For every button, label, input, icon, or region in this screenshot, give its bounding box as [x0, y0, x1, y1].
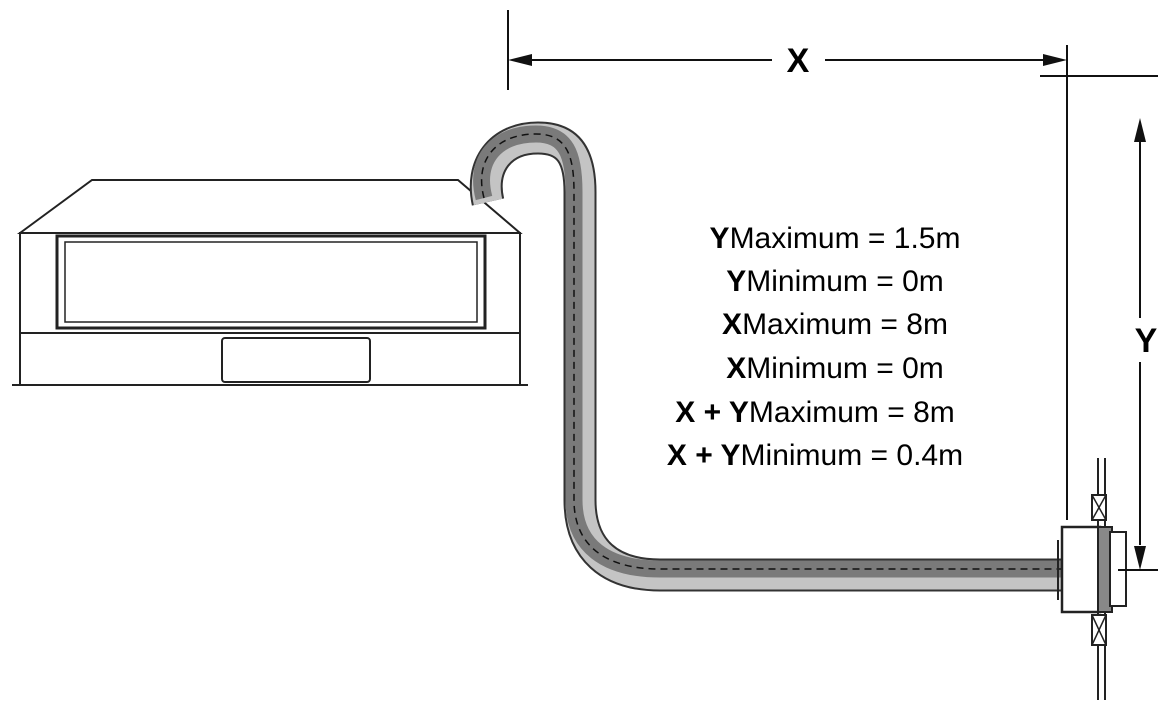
indoor-unit-grille-outer	[55, 234, 487, 330]
spec-line: X + YMaximum = 8m	[675, 396, 955, 429]
refrigerant-pipe	[469, 121, 1065, 592]
wall-bracket-top-cross-2	[1091, 494, 1107, 521]
indoor-unit-body	[19, 232, 521, 334]
dimension-x-arrow-right	[1043, 54, 1067, 66]
dimension-y-label: Y	[1135, 322, 1158, 360]
spec-line: YMaximum = 1.5m	[710, 222, 961, 255]
indoor-unit-display-panel	[221, 337, 371, 383]
dimension-y-arrow-bottom	[1134, 546, 1146, 570]
dimension-y-arrow-top	[1134, 118, 1146, 142]
spec-list: YMaximum = 1.5m YMinimum = 0m XMaximum =…	[667, 222, 963, 472]
spec-line: XMinimum = 0m	[726, 352, 944, 385]
pipe-centerline	[480, 133, 1065, 570]
dimension-y	[1118, 118, 1158, 571]
wall-sleeve	[1060, 525, 1102, 614]
dimension-x-arrow-left	[508, 54, 532, 66]
spec-line: XMaximum = 8m	[722, 308, 948, 341]
spec-line: YMinimum = 0m	[726, 265, 944, 298]
indoor-unit-top-panel	[16, 179, 523, 234]
indoor-unit	[12, 179, 528, 386]
indoor-unit-grille-inner	[64, 241, 478, 323]
spec-line: X + YMinimum = 0.4m	[667, 439, 963, 472]
dimension-x-label: X	[787, 42, 810, 80]
wall-outlet	[1057, 458, 1127, 700]
dimension-x	[507, 10, 1158, 520]
wall-bracket-bottom-cross-2	[1091, 614, 1107, 646]
